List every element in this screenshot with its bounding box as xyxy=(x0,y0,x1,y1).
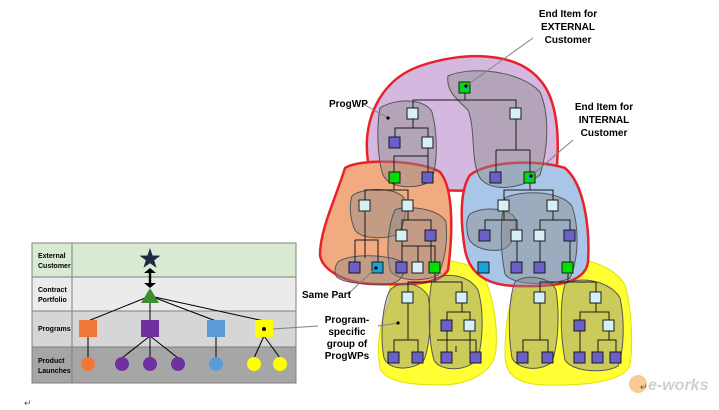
node-y-4 xyxy=(463,319,476,332)
node-y-16 xyxy=(591,351,604,364)
node-b-8 xyxy=(510,261,523,274)
callout-program-line1: Program- xyxy=(325,315,369,326)
node-b-6 xyxy=(563,229,576,242)
node-l1-right xyxy=(509,107,522,120)
progwp-group-orange-bottom xyxy=(334,255,405,285)
star-icon xyxy=(139,248,161,268)
eworks-watermark: e-works xyxy=(629,375,709,394)
node-y-12 xyxy=(602,319,615,332)
node-l1-left xyxy=(406,107,419,120)
node-o-1 xyxy=(358,199,371,212)
launch-circle-2 xyxy=(115,357,129,371)
node-y-8 xyxy=(469,351,482,364)
triangle-icon xyxy=(141,288,159,303)
launch-circle-7 xyxy=(273,357,287,371)
progwp-group-yellow-right-b xyxy=(560,279,624,372)
row-bg-programs xyxy=(32,311,296,347)
row-label-product-2: Launches xyxy=(38,368,71,375)
program-square-purple xyxy=(141,320,159,337)
node-y-17 xyxy=(609,351,622,364)
row-bg-external-customer xyxy=(32,243,296,277)
node-y-10 xyxy=(589,291,602,304)
node-b-9 xyxy=(533,261,546,274)
node-green-left xyxy=(388,171,401,184)
legend-table-border xyxy=(31,242,297,384)
node-y-5 xyxy=(387,351,400,364)
launch-circle-5 xyxy=(209,357,223,371)
node-b-7 xyxy=(477,261,490,274)
callout-program-specific: Program- specific group of ProgWPs xyxy=(325,315,370,362)
row-label-product-1: Product xyxy=(38,358,65,365)
row-label-contract-2: Portfolio xyxy=(38,297,67,304)
node-y-6 xyxy=(411,351,424,364)
node-b-2 xyxy=(546,199,559,212)
node-l2-b xyxy=(421,136,434,149)
callout-internal-line2: INTERNAL xyxy=(579,115,630,126)
double-arrow-icon xyxy=(144,268,156,288)
tree-nodes xyxy=(348,81,622,364)
callout-external-line2: EXTERNAL xyxy=(541,22,595,33)
node-y-9 xyxy=(533,291,546,304)
program-square-orange xyxy=(79,320,97,337)
node-y-14 xyxy=(541,351,554,364)
callout-pointers xyxy=(272,37,574,330)
node-o-3 xyxy=(395,229,408,242)
node-green-orange xyxy=(428,261,441,274)
row-label-contract-1: Contract xyxy=(38,287,67,294)
node-y-13 xyxy=(516,351,529,364)
return-mark-right: ↵ xyxy=(640,382,648,392)
legend-table: External Customer Contract Portfolio Pro… xyxy=(31,242,297,384)
node-o-7 xyxy=(395,261,408,274)
node-y-3 xyxy=(440,319,453,332)
node-o-2 xyxy=(401,199,414,212)
callout-program-line4: ProgWPs xyxy=(325,351,370,362)
callout-internal-line1: End Item for xyxy=(575,102,633,113)
callout-progwp: ProgWP xyxy=(329,99,368,110)
row-bg-contract-portfolio xyxy=(32,277,296,311)
blue-region xyxy=(460,161,590,288)
node-y-1 xyxy=(401,291,414,304)
row-label-programs: Programs xyxy=(38,326,71,333)
node-o-5 xyxy=(348,261,361,274)
callout-end-item-external: End Item for EXTERNAL Customer xyxy=(539,9,597,46)
row-label-external-2: Customer xyxy=(38,263,71,270)
node-b-5 xyxy=(533,229,546,242)
node-b-3 xyxy=(478,229,491,242)
callout-external-line3: Customer xyxy=(545,35,592,46)
callout-program-line2: specific xyxy=(328,327,366,338)
launch-circle-1 xyxy=(81,357,95,371)
tree-connectors xyxy=(354,93,617,352)
node-l2-a xyxy=(388,136,401,149)
legend-connectors xyxy=(87,295,281,359)
node-l3-purple xyxy=(421,171,434,184)
callout-internal-line3: Customer xyxy=(581,128,628,139)
node-l3-purple-2 xyxy=(489,171,502,184)
node-b-4 xyxy=(510,229,523,242)
callout-program-line3: group of xyxy=(327,339,368,350)
row-label-external-1: External xyxy=(38,253,66,260)
node-o-4 xyxy=(424,229,437,242)
return-mark: ↵ xyxy=(24,398,32,408)
launch-circle-3 xyxy=(143,357,157,371)
pointer-dot xyxy=(262,327,266,331)
node-y-15 xyxy=(573,351,586,364)
node-o-8 xyxy=(411,261,424,274)
node-y-11 xyxy=(573,319,586,332)
launch-circle-6 xyxy=(247,357,261,371)
node-y-7 xyxy=(440,351,453,364)
eworks-logo-icon xyxy=(629,375,647,393)
eworks-brand: e-works xyxy=(648,377,709,394)
program-square-blue xyxy=(207,320,225,337)
node-y-2 xyxy=(455,291,468,304)
callout-same-part: Same Part xyxy=(302,290,352,301)
callout-external-line1: End Item for xyxy=(539,9,597,20)
callout-end-item-internal: End Item for INTERNAL Customer xyxy=(575,102,633,139)
launch-circle-4 xyxy=(171,357,185,371)
node-green-blue xyxy=(561,261,574,274)
node-b-1 xyxy=(497,199,510,212)
